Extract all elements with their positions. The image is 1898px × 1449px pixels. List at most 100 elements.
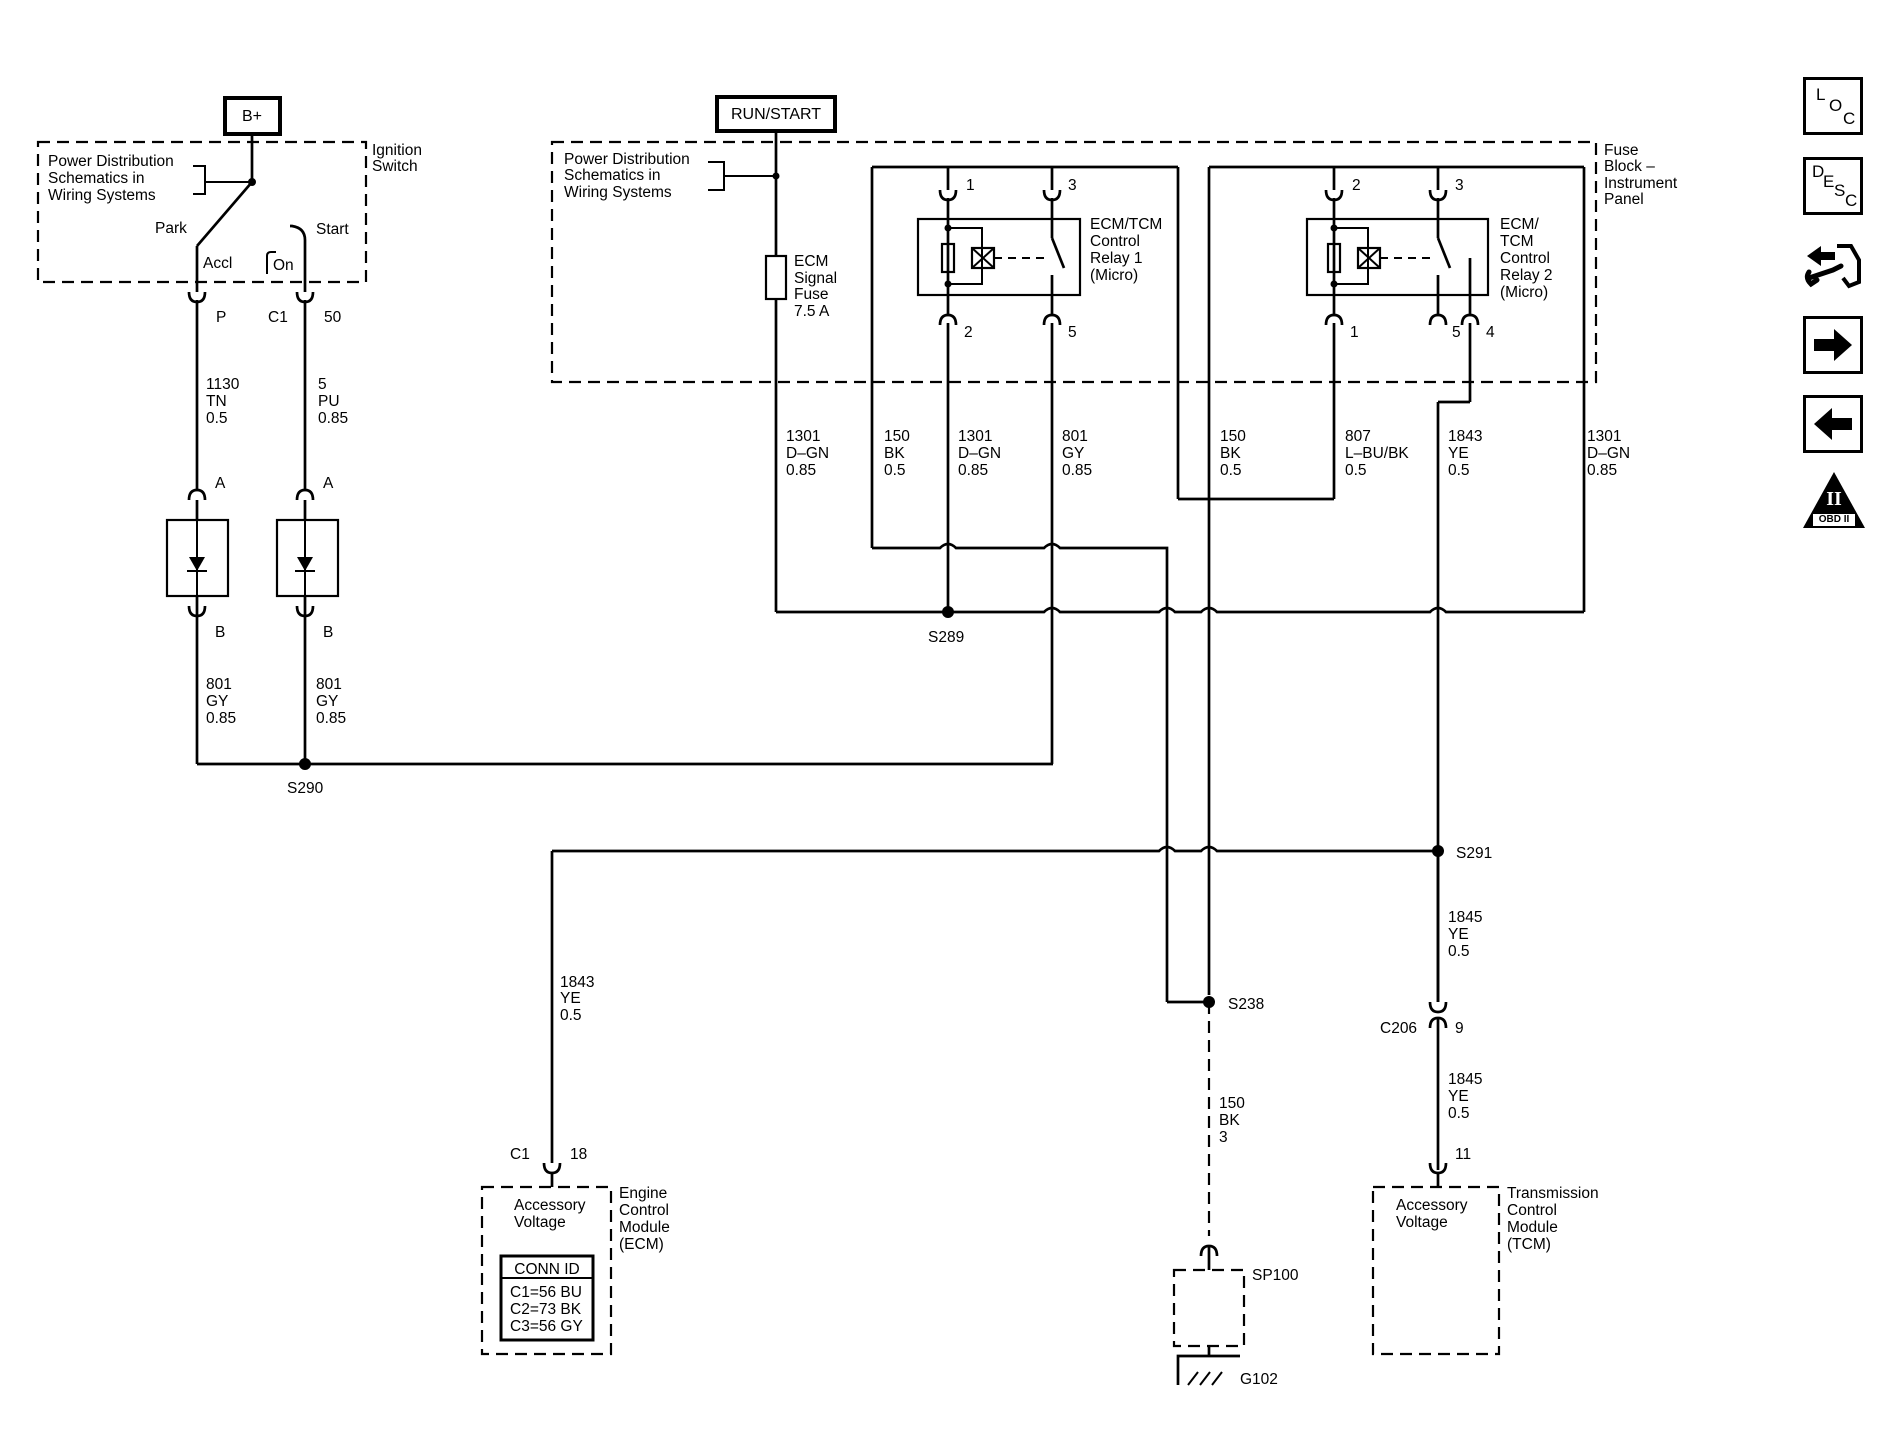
fuse-pd-text: Schematics in bbox=[564, 167, 660, 184]
wire-label: 1843 bbox=[1448, 428, 1482, 445]
tcm-module-box bbox=[1371, 1185, 1501, 1356]
desc-letter: S bbox=[1834, 181, 1846, 200]
fuse-label: 7.5 A bbox=[794, 303, 830, 320]
wire-label: L–BU/BK bbox=[1345, 445, 1409, 462]
wire-label: BK bbox=[1219, 1112, 1240, 1129]
wire-label: 0.5 bbox=[1448, 943, 1470, 960]
park-label: Park bbox=[155, 220, 187, 237]
relay1-label: (Micro) bbox=[1090, 267, 1138, 284]
wire-label: GY bbox=[316, 693, 338, 710]
tcm-title: Transmission bbox=[1507, 1185, 1599, 1202]
conn-id-row: C1=56 BU bbox=[510, 1284, 582, 1301]
splice-s291-label: S291 bbox=[1456, 845, 1492, 862]
relay1-pin-1: 1 bbox=[966, 177, 975, 194]
connector-wrench-icon[interactable] bbox=[1803, 238, 1863, 296]
conn-id-row: C3=56 GY bbox=[510, 1318, 583, 1335]
ecm-title: Module bbox=[619, 1219, 670, 1236]
bplus-label: B+ bbox=[242, 108, 262, 125]
arrow-left-icon[interactable] bbox=[1803, 395, 1863, 453]
wire-label: YE bbox=[1448, 445, 1469, 462]
loc-icon[interactable]: L O C bbox=[1803, 77, 1863, 135]
splice-s290-label: S290 bbox=[287, 780, 324, 797]
wire-label: YE bbox=[1448, 1088, 1469, 1105]
connector-pin-p: P bbox=[216, 309, 226, 326]
ecm-title: (ECM) bbox=[619, 1236, 664, 1253]
wire-label: 150 bbox=[1220, 428, 1246, 445]
conn-id-row: C2=73 BK bbox=[510, 1301, 582, 1318]
wire-label: 0.85 bbox=[318, 410, 348, 427]
wire-label: GY bbox=[1062, 445, 1084, 462]
relay1-label: ECM/TCM bbox=[1090, 216, 1162, 233]
ignition-switch-blade bbox=[195, 181, 254, 247]
ecm-inner-label: Voltage bbox=[514, 1214, 566, 1231]
relay2-label: Control bbox=[1500, 250, 1550, 267]
wire-label: 1130 bbox=[206, 376, 240, 393]
splice-s290 bbox=[299, 758, 311, 770]
wire-label: 0.85 bbox=[786, 462, 816, 479]
wire-label: 0.85 bbox=[206, 710, 236, 727]
ignition-title: Ignition bbox=[372, 142, 422, 159]
fuse-pd-text: Power Distribution bbox=[564, 151, 690, 168]
relay1-box bbox=[916, 217, 1082, 297]
obd2-icon[interactable]: II OBD II bbox=[1801, 470, 1867, 532]
ignition-pd-text: Schematics in bbox=[48, 170, 144, 187]
wire-label: 0.5 bbox=[884, 462, 906, 479]
diode-1 bbox=[165, 488, 230, 618]
desc-icon[interactable]: D E S C bbox=[1803, 157, 1863, 215]
arrow-right-icon[interactable] bbox=[1803, 316, 1863, 374]
wire-label: BK bbox=[1220, 445, 1241, 462]
relay2-label: TCM bbox=[1500, 233, 1534, 250]
diode-pin-b: B bbox=[215, 624, 225, 641]
connector-pin-50: 50 bbox=[324, 309, 342, 326]
wire-label: 0.85 bbox=[958, 462, 988, 479]
run-start-label: RUN/START bbox=[731, 106, 821, 123]
desc-letter: E bbox=[1823, 172, 1835, 191]
fuse-pd-text: Wiring Systems bbox=[564, 184, 672, 201]
relay1-pin-3: 3 bbox=[1068, 177, 1077, 194]
diode-2 bbox=[275, 488, 340, 618]
ground-icon bbox=[1176, 1354, 1240, 1386]
wire-label: 0.5 bbox=[560, 1007, 582, 1024]
relay2-pin-2: 2 bbox=[1352, 177, 1361, 194]
connector-c1: C1 bbox=[510, 1146, 530, 1163]
ecm-title: Control bbox=[619, 1202, 669, 1219]
conn-id-title: CONN ID bbox=[514, 1261, 579, 1278]
loc-letter: C bbox=[1843, 109, 1856, 128]
ignition-switch-box bbox=[36, 140, 368, 284]
wire-label: YE bbox=[560, 990, 581, 1007]
g102-label: G102 bbox=[1240, 1371, 1278, 1388]
wire-label: 1843 bbox=[560, 974, 594, 991]
wire-label: BK bbox=[884, 445, 905, 462]
ecm-inner-label: Accessory bbox=[514, 1197, 586, 1214]
tcm-title: Module bbox=[1507, 1219, 1558, 1236]
fuse-block-box bbox=[550, 140, 1598, 384]
wire-label: PU bbox=[318, 393, 340, 410]
wire-label: GY bbox=[206, 693, 228, 710]
splice-s238-label: S238 bbox=[1228, 996, 1264, 1013]
wire-label: 0.85 bbox=[1587, 462, 1617, 479]
ecm-title: Engine bbox=[619, 1185, 667, 1202]
wire-label: 150 bbox=[1219, 1095, 1245, 1112]
diode-pin-b: B bbox=[323, 624, 333, 641]
sp100-label: SP100 bbox=[1252, 1267, 1299, 1284]
ignition-pd-text: Wiring Systems bbox=[48, 187, 156, 204]
desc-letter: C bbox=[1845, 191, 1858, 210]
connector-pin-9: 9 bbox=[1455, 1020, 1464, 1037]
fuse-block-title: Panel bbox=[1604, 191, 1644, 208]
wire-label: 0.5 bbox=[206, 410, 228, 427]
ecm-module-box bbox=[480, 1185, 613, 1356]
ecm-signal-fuse bbox=[764, 254, 788, 301]
fuse-label: ECM bbox=[794, 253, 828, 270]
relay2-resistor bbox=[1326, 242, 1342, 274]
conn-id-table bbox=[499, 1254, 595, 1342]
connector-pin-18: 18 bbox=[570, 1146, 587, 1163]
fuse-block-title: Block – bbox=[1604, 158, 1655, 175]
wire-label: 5 bbox=[318, 376, 327, 393]
wire-label: 1301 bbox=[958, 428, 992, 445]
wire-label: 0.5 bbox=[1448, 462, 1470, 479]
wire-label: 807 bbox=[1345, 428, 1371, 445]
wire-label: 150 bbox=[884, 428, 910, 445]
loc-letter: L bbox=[1816, 85, 1826, 104]
wire-label: 1845 bbox=[1448, 1071, 1482, 1088]
